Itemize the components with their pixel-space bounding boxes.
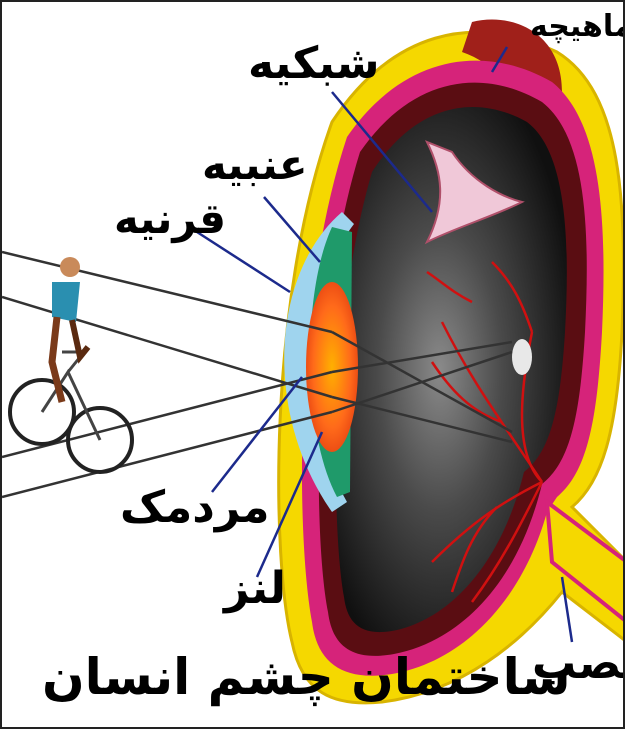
diagram-title: ساختمان چشم انسان (42, 652, 571, 702)
label-cornea: قرنیه (114, 198, 226, 240)
label-pupil: مردمک (120, 486, 270, 530)
label-lens: لنز (224, 567, 286, 611)
label-retina: شبکیه (248, 42, 379, 86)
optic-disc (512, 339, 532, 375)
lens (306, 282, 358, 452)
label-muscle: ماهیچه (530, 12, 625, 42)
label-iris: عنبیه (202, 144, 308, 186)
